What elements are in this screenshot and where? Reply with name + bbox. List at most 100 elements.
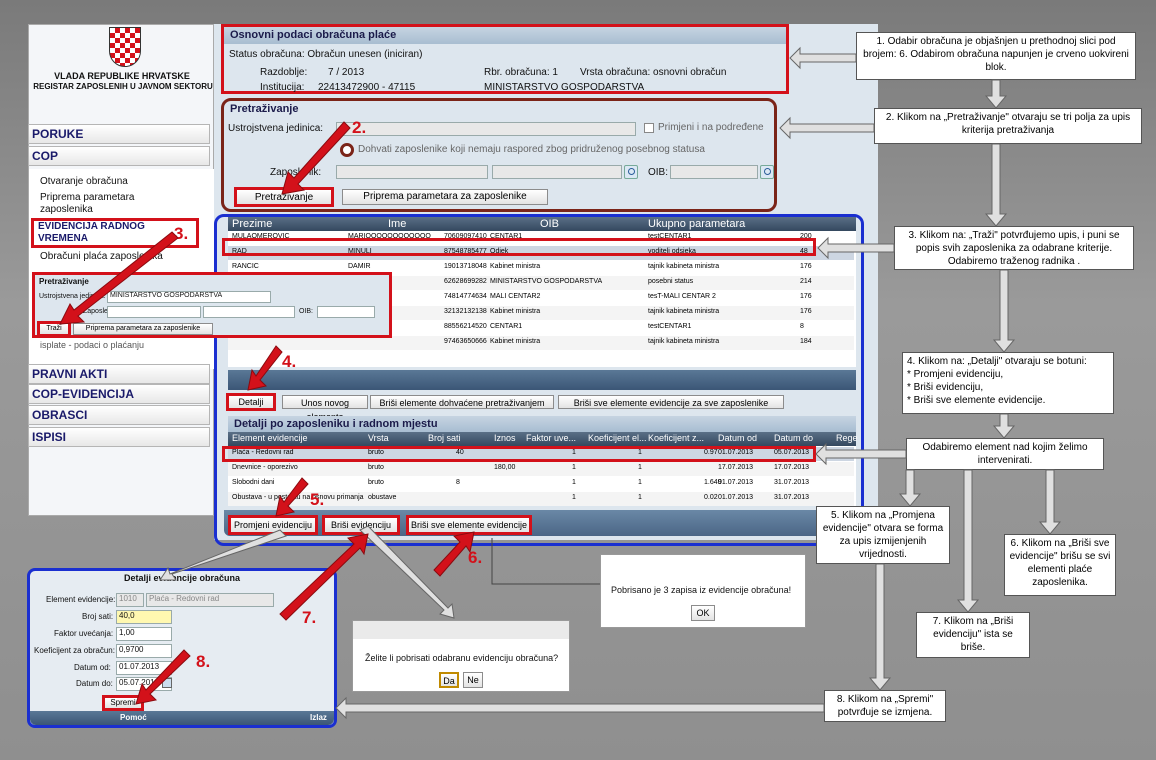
info-ok-button[interactable]: OK	[691, 605, 715, 621]
selected-employee-highlight	[222, 238, 816, 256]
form-coef-input[interactable]: 0,9700	[116, 644, 172, 658]
sidebar-item-cop[interactable]: COP	[28, 146, 210, 166]
arrow-down-5	[898, 469, 922, 507]
gov-line2: REGISTAR ZAPOSLENIH U JAVNOM SEKTORU	[33, 82, 213, 91]
arrow-down-4	[992, 413, 1016, 439]
confirm-yes-button[interactable]: Da	[439, 672, 459, 688]
selected-element-highlight	[222, 446, 816, 462]
detail-cell: bruto	[368, 479, 384, 486]
note-1: 1. Odabir obračuna je objašnjen u pretho…	[856, 32, 1136, 80]
mini-params-button[interactable]: Priprema parametara za zaposlenike	[73, 323, 213, 335]
employee-cell: 97463650666	[444, 338, 487, 345]
confirm-no-button[interactable]: Ne	[463, 672, 483, 688]
mini-employee-input[interactable]	[107, 306, 201, 318]
detail-cell: 31.07.2013	[774, 479, 810, 486]
form-from-label: Datum od:	[74, 663, 111, 672]
coat-of-arms-icon	[109, 27, 141, 67]
prepare-params-button[interactable]: Priprema parametara za zaposlenike	[342, 189, 548, 205]
note-select: Odabiremo element nad kojim želimo inter…	[906, 438, 1104, 470]
employee-cell: CENTAR1	[490, 233, 523, 240]
detail-col-header: Datum do	[774, 433, 814, 443]
sidebar-item-poruke[interactable]: PORUKE	[28, 124, 210, 144]
employee-cell: Kabinet ministra	[490, 308, 541, 315]
mini-employee-input-2[interactable]	[203, 306, 295, 318]
note-7: 7. Klikom na „Briši evidenciju" ista se …	[916, 612, 1030, 658]
delete-record-button[interactable]: Briši evidenciju	[322, 515, 400, 535]
oib-input[interactable]	[670, 165, 758, 179]
submenu-priprema[interactable]: Priprema parametara zaposlenika	[40, 192, 135, 215]
delete-found-button[interactable]: Briši elemente dohvaćene pretraživanjem	[370, 395, 554, 409]
unit-label: Ustrojstvena jedinica:	[228, 123, 324, 134]
arrow-form	[159, 529, 287, 581]
save-button[interactable]: Spremi	[102, 695, 144, 711]
details-button[interactable]: Detalji	[226, 393, 276, 411]
unit-select[interactable]	[336, 122, 636, 136]
sidebar-item-obrasci[interactable]: OBRASCI	[28, 405, 210, 425]
employee-search-icon[interactable]	[624, 165, 638, 179]
form-from-input[interactable]: 01.07.2013	[116, 661, 172, 675]
arrow-note8	[335, 696, 825, 720]
arrow-note2	[779, 116, 875, 140]
red-arrow-7	[279, 533, 369, 621]
detail-col-header: Rege	[836, 433, 858, 443]
mini-oib-input[interactable]	[317, 306, 375, 318]
confirm-dialog-titlebar	[353, 621, 569, 639]
submenu-otvaranje[interactable]: Otvaranje obračuna	[40, 176, 128, 187]
employee-cell: tesT-MALI CENTAR 2	[648, 293, 716, 300]
apply-sub-checkbox[interactable]	[644, 123, 654, 133]
form-factor-input[interactable]: 1,00	[116, 627, 172, 641]
badge-7: 7.	[302, 608, 317, 627]
employee-cell: testCENTAR1	[648, 323, 692, 330]
arrow-note3	[817, 236, 895, 260]
line-info	[491, 538, 600, 585]
employee-cell: 74814774634	[444, 293, 487, 300]
detail-cell: 8	[456, 479, 460, 486]
detail-cell: 05.07.2013	[774, 449, 810, 456]
employee-cell: MINISTARSTVO GOSPODARSTVA	[490, 278, 603, 285]
detail-cell: 1.649	[704, 479, 722, 486]
detail-cell: Obustava - u postotku na osnovu primanja	[232, 494, 364, 501]
sidebar-item-ispisi[interactable]: ISPISI	[28, 427, 210, 447]
mini-unit-label: Ustrojstvena jedinica:	[39, 293, 106, 300]
employee-cell: 8	[800, 323, 804, 330]
arrow-note1	[789, 46, 857, 70]
gov-line1: VLADA REPUBLIKE HRVATSKE	[54, 71, 190, 81]
arrow-down-7	[956, 469, 980, 613]
arrow-down-6	[1038, 469, 1062, 535]
detail-row[interactable]: Obustava - u postotku na osnovu primanja…	[228, 492, 854, 506]
no-schedule-checkbox[interactable]	[340, 143, 354, 157]
employee-cell: 19013718048	[444, 263, 487, 270]
mini-find-button[interactable]: Traži	[37, 321, 71, 337]
form-hours-input[interactable]: 40,0	[116, 610, 172, 624]
badge-6: 6.	[468, 548, 483, 567]
employee-surname-input[interactable]	[336, 165, 488, 179]
exit-link[interactable]: Izlaz	[310, 713, 327, 722]
submenu-obracuni[interactable]: Obračuni plaća zaposlenika	[40, 251, 163, 262]
help-link[interactable]: Pomoć	[120, 713, 147, 722]
submenu-isplate[interactable]: isplate - podaci o plaćanju	[40, 340, 145, 350]
confirm-dialog: Želite li pobrisati odabranu evidenciju …	[352, 620, 570, 692]
note-3: 3. Klikom na: „Traži" potvrđujemo upis, …	[894, 226, 1134, 270]
delete-all-employees-button[interactable]: Briši sve elemente evidencije za sve zap…	[558, 395, 784, 409]
sidebar-item-pravni-akti[interactable]: PRAVNI AKTI	[28, 364, 210, 384]
red-arrow-2	[281, 121, 351, 195]
detail-cell: obustave	[368, 494, 397, 501]
sidebar-item-cop-evidencija[interactable]: COP-EVIDENCIJA	[28, 384, 210, 404]
institution-label: Institucija:	[260, 82, 305, 93]
detail-col-header: Vrsta	[368, 433, 389, 443]
col-prezime: Prezime	[232, 218, 273, 230]
detail-cell: 1	[572, 464, 576, 471]
oib-search-icon[interactable]	[760, 165, 774, 179]
mini-unit-select[interactable]: MINISTARSTVO GOSPODARSTVA	[107, 291, 271, 303]
detail-col-header: Element evidencije	[232, 433, 308, 443]
employee-name-input[interactable]	[492, 165, 622, 179]
submenu-evidencija[interactable]	[31, 218, 199, 248]
note-4-line4: * Briši sve elemente evidencije.	[907, 395, 1046, 406]
employee-cell: 214	[800, 278, 812, 285]
